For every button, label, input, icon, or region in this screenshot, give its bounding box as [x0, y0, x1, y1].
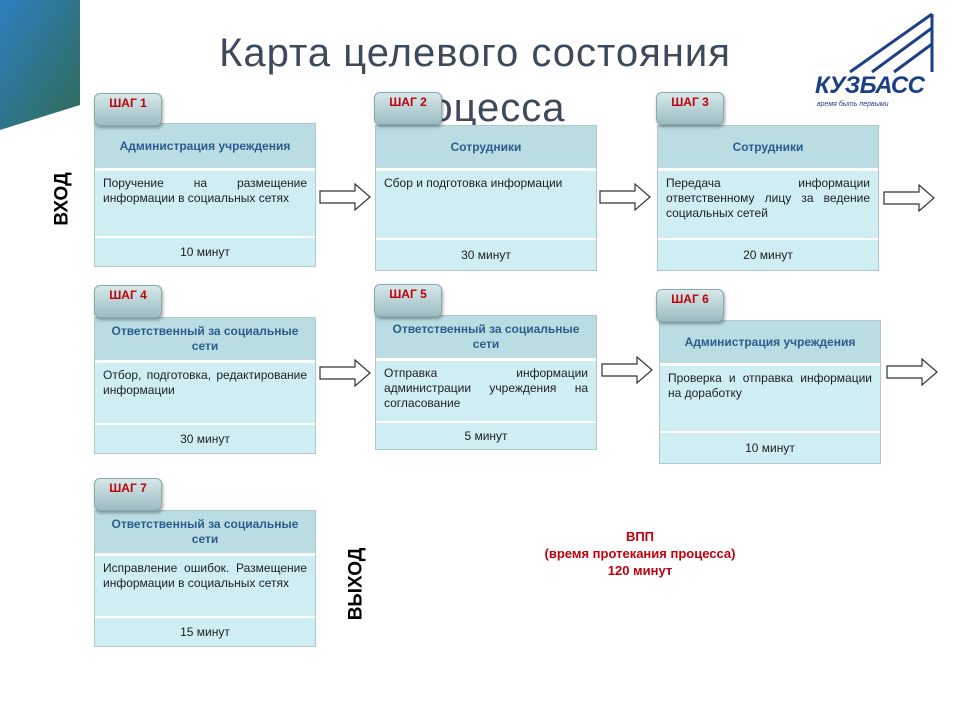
summary-line-1: ВПП: [625, 529, 655, 544]
arrow-right-icon: [886, 358, 938, 386]
step-badge-3: ШАГ 3: [656, 92, 724, 125]
step-role: Сотрудники: [376, 126, 596, 171]
step-role: Администрация учреждения: [660, 321, 880, 366]
arrow-right-icon: [319, 183, 371, 211]
step-badge-5: ШАГ 5: [374, 284, 442, 317]
step-role: Сотрудники: [658, 126, 878, 171]
step-badge-6: ШАГ 6: [656, 289, 724, 322]
corner-decoration: [0, 0, 80, 130]
step-time: 10 минут: [95, 236, 315, 266]
arrow-right-icon: [601, 356, 653, 384]
step-action: Передача информации ответственному лицу …: [658, 171, 878, 238]
logo-tagline: время быть первыми: [817, 101, 889, 108]
step-action: Исправление ошибок. Размещение информаци…: [95, 556, 315, 616]
output-label: ВЫХОД: [345, 547, 367, 621]
arrow-right-icon: [319, 359, 371, 387]
step-card-1: Администрация учреждения Поручение на ра…: [94, 123, 316, 267]
step-action: Отправка информации администрации учрежд…: [376, 361, 596, 421]
arrow-right-icon: [883, 184, 935, 212]
step-action: Поручение на размещение информации в соц…: [95, 171, 315, 236]
step-role: Администрация учреждения: [95, 124, 315, 171]
step-role: Ответственный за социальные сети: [95, 318, 315, 363]
step-card-2: Сотрудники Сбор и подготовка информации …: [375, 125, 597, 271]
process-time-summary: ВПП (время протекания процесса) 120 мину…: [500, 528, 780, 579]
step-badge-7: ШАГ 7: [94, 478, 162, 511]
page-title: Карта целевого состояния процесса: [219, 31, 731, 130]
kuzbass-logo-icon: [849, 12, 934, 74]
step-action: Отбор, подготовка, редактирование информ…: [95, 363, 315, 423]
step-time: 30 минут: [376, 238, 596, 270]
step-badge-1: ШАГ 1: [94, 93, 162, 126]
step-action: Проверка и отправка информации на дорабо…: [660, 366, 880, 431]
step-card-7: Ответственный за социальные сети Исправл…: [94, 510, 316, 647]
step-time: 20 минут: [658, 238, 878, 270]
step-role: Ответственный за социальные сети: [376, 316, 596, 361]
step-time: 30 минут: [95, 423, 315, 453]
logo-name: КУЗБАСС: [815, 72, 925, 99]
step-card-5: Ответственный за социальные сети Отправк…: [375, 315, 597, 450]
arrow-right-icon: [599, 183, 651, 211]
step-role: Ответственный за социальные сети: [95, 511, 315, 556]
input-label: ВХОД: [51, 172, 73, 226]
step-badge-4: ШАГ 4: [94, 285, 162, 318]
step-time: 10 минут: [660, 431, 880, 463]
step-card-4: Ответственный за социальные сети Отбор, …: [94, 317, 316, 454]
summary-line-3: 120 минут: [607, 563, 673, 578]
step-time: 5 минут: [376, 421, 596, 449]
step-card-6: Администрация учреждения Проверка и отпр…: [659, 320, 881, 464]
step-badge-2: ШАГ 2: [374, 92, 442, 125]
summary-line-2: (время протекания процесса): [544, 546, 736, 561]
step-card-3: Сотрудники Передача информации ответстве…: [657, 125, 879, 271]
step-time: 15 минут: [95, 616, 315, 646]
step-action: Сбор и подготовка информации: [376, 171, 596, 238]
